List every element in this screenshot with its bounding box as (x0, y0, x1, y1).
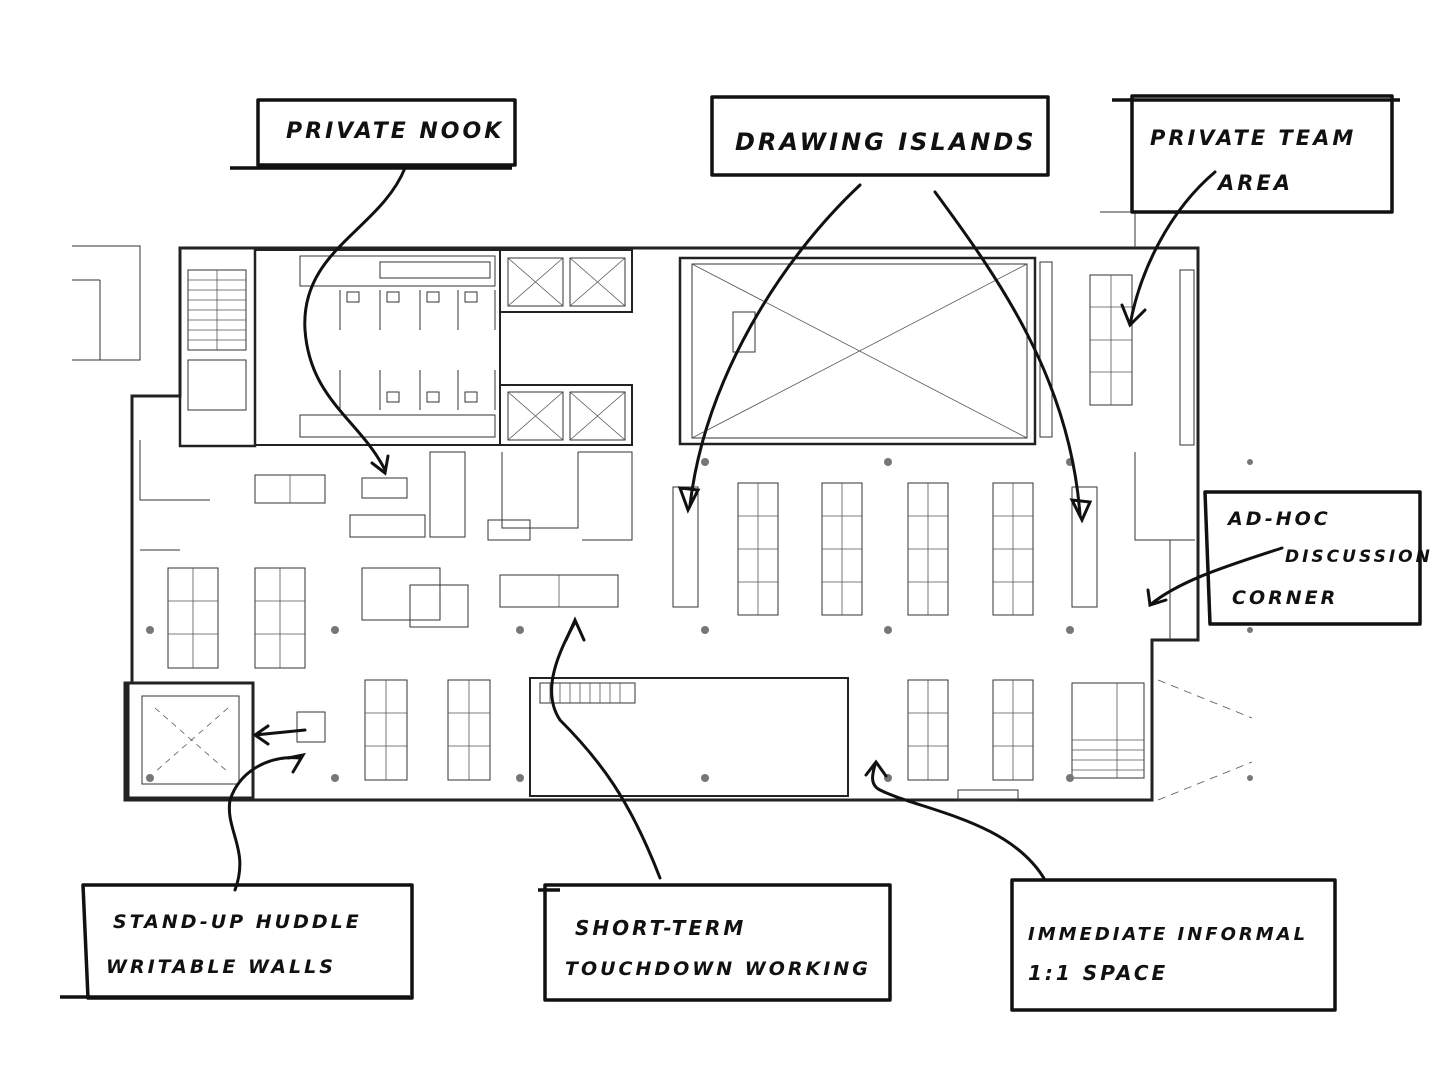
atrium-void (678, 256, 1037, 446)
svg-text:1:1 SPACE: 1:1 SPACE (1028, 961, 1168, 985)
label-private-nook: PRIVATE NOOK (230, 98, 517, 170)
svg-text:STAND-UP HUDDLE: STAND-UP HUDDLE (113, 911, 362, 933)
label-adhoc-discussion: AD-HOC DISCUSSION CORNER (1203, 490, 1433, 626)
svg-text:DRAWING ISLANDS: DRAWING ISLANDS (735, 128, 1037, 156)
lift-block (499, 249, 633, 446)
svg-text:TOUCHDOWN WORKING: TOUCHDOWN WORKING (565, 958, 871, 980)
label-drawing-islands: DRAWING ISLANDS (710, 95, 1050, 177)
svg-text:PRIVATE NOOK: PRIVATE NOOK (286, 119, 504, 144)
svg-text:CORNER: CORNER (1232, 587, 1338, 609)
label-informal-space: IMMEDIATE INFORMAL 1:1 SPACE (1010, 878, 1337, 1012)
annotation-arrows (227, 166, 1284, 892)
label-private-team-area: PRIVATE TEAM AREA (1112, 94, 1400, 214)
svg-text:AD-HOC: AD-HOC (1226, 508, 1331, 530)
svg-text:SHORT-TERM: SHORT-TERM (575, 916, 746, 940)
private-team-desks (1089, 274, 1133, 406)
label-standup-huddle: STAND-UP HUDDLE WRITABLE WALLS (60, 883, 414, 1000)
label-short-term-touchdown: SHORT-TERM TOUCHDOWN WORKING (538, 883, 892, 1002)
desk-clusters (167, 482, 1034, 781)
svg-text:AREA: AREA (1216, 171, 1293, 195)
drawing-island-right (1071, 486, 1098, 608)
standup-huddle-room (126, 681, 326, 800)
drawing-island-left (672, 486, 699, 608)
svg-text:WRITABLE WALLS: WRITABLE WALLS (106, 956, 336, 978)
touchdown-benches (361, 567, 619, 628)
svg-text:DISCUSSION: DISCUSSION (1285, 547, 1433, 567)
svg-text:IMMEDIATE INFORMAL: IMMEDIATE INFORMAL (1028, 924, 1308, 945)
svg-text:PRIVATE TEAM: PRIVATE TEAM (1150, 126, 1356, 150)
